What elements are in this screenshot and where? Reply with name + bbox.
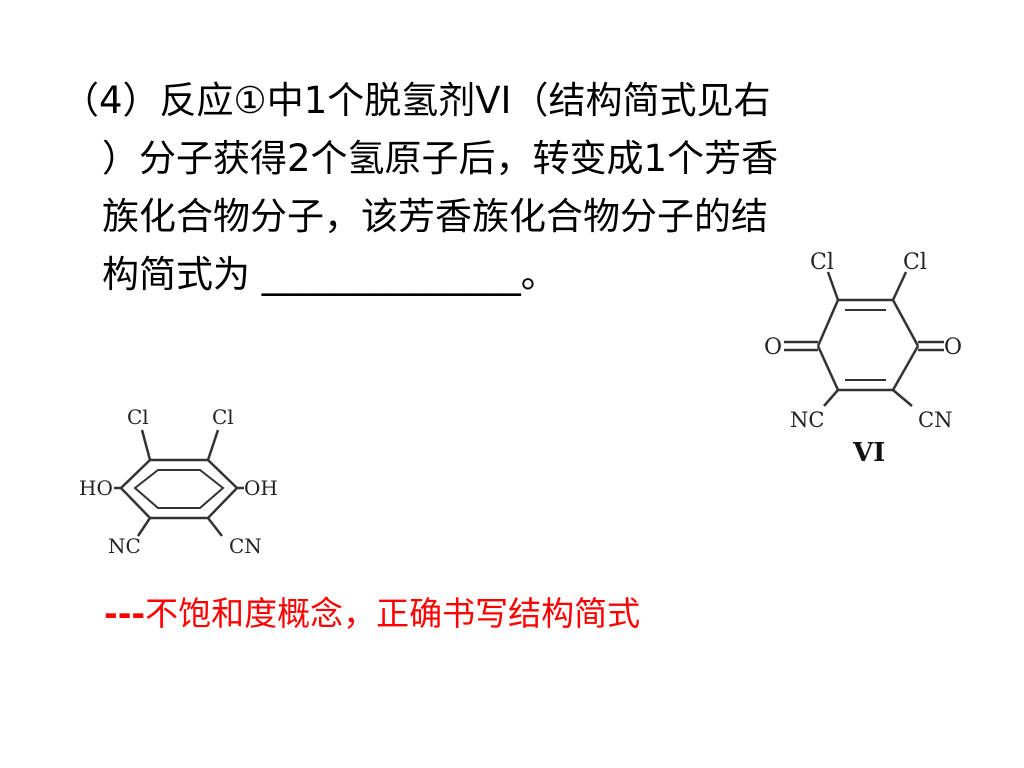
product-molecule xyxy=(114,429,244,537)
reagent-bond-cn-right xyxy=(892,389,913,407)
reagent-bond-cl-left xyxy=(826,271,840,301)
question-line-3: 族化合物分子，该芳香族化合物分子的结 xyxy=(102,195,768,238)
note-dashes: --- xyxy=(104,594,146,633)
product-aromatic-circle xyxy=(133,469,225,509)
note-text: 不饱和度概念，正确书写结构简式 xyxy=(145,594,641,633)
reagent-bond-tr xyxy=(891,299,920,347)
product-label-nc: NC xyxy=(108,534,141,558)
product-bond-cn-right xyxy=(207,517,223,537)
question-line-2: ）分子获得2个氢原子后，转变成1个芳香 xyxy=(102,137,779,180)
reagent-bond-bl xyxy=(816,345,840,391)
reagent-label-cl-left: Cl xyxy=(810,250,834,275)
product-ring xyxy=(119,458,239,520)
product-label-oh: OH xyxy=(244,476,278,500)
product-bond-cl-right xyxy=(206,429,220,461)
reagent-bond-tl xyxy=(816,299,840,347)
question-line-1: （4）反应①中1个脱氢剂VI（结构简式见右 xyxy=(62,79,771,122)
reagent-label-nc: NC xyxy=(790,408,824,432)
product-labels: Cl Cl HO OH NC CN xyxy=(79,405,278,558)
reagent-label-cl-right: Cl xyxy=(903,250,927,275)
reagent-label-vi: VI xyxy=(852,438,885,468)
product-label-ho: HO xyxy=(79,476,113,500)
reagent-molecule xyxy=(784,271,944,407)
reagent-bond-cl-right xyxy=(891,271,908,301)
reagent-label-o-right: O xyxy=(944,335,962,360)
product-label-cl-right: Cl xyxy=(212,405,234,429)
reagent-labels: Cl Cl O O NC CN VI xyxy=(764,250,962,468)
reagent-label-cn: CN xyxy=(918,408,952,432)
product-bond-cn-left xyxy=(136,517,152,537)
question-text: （4）反应①中1个脱氢剂VI（结构简式见右 ）分子获得2个氢原子后，转变成1个芳… xyxy=(62,72,942,304)
product-label-cl-left: Cl xyxy=(127,405,149,429)
reagent-bond-cn-left xyxy=(823,389,839,407)
product-bond-cl-left xyxy=(140,429,152,461)
reagent-label-o-left: O xyxy=(764,335,782,360)
question-line-4: 构简式为 ______________。 xyxy=(102,253,558,296)
product-label-cn: CN xyxy=(229,534,262,558)
reagent-bond-br xyxy=(891,345,920,391)
teaching-note: ---不饱和度概念，正确书写结构简式 xyxy=(104,592,640,636)
